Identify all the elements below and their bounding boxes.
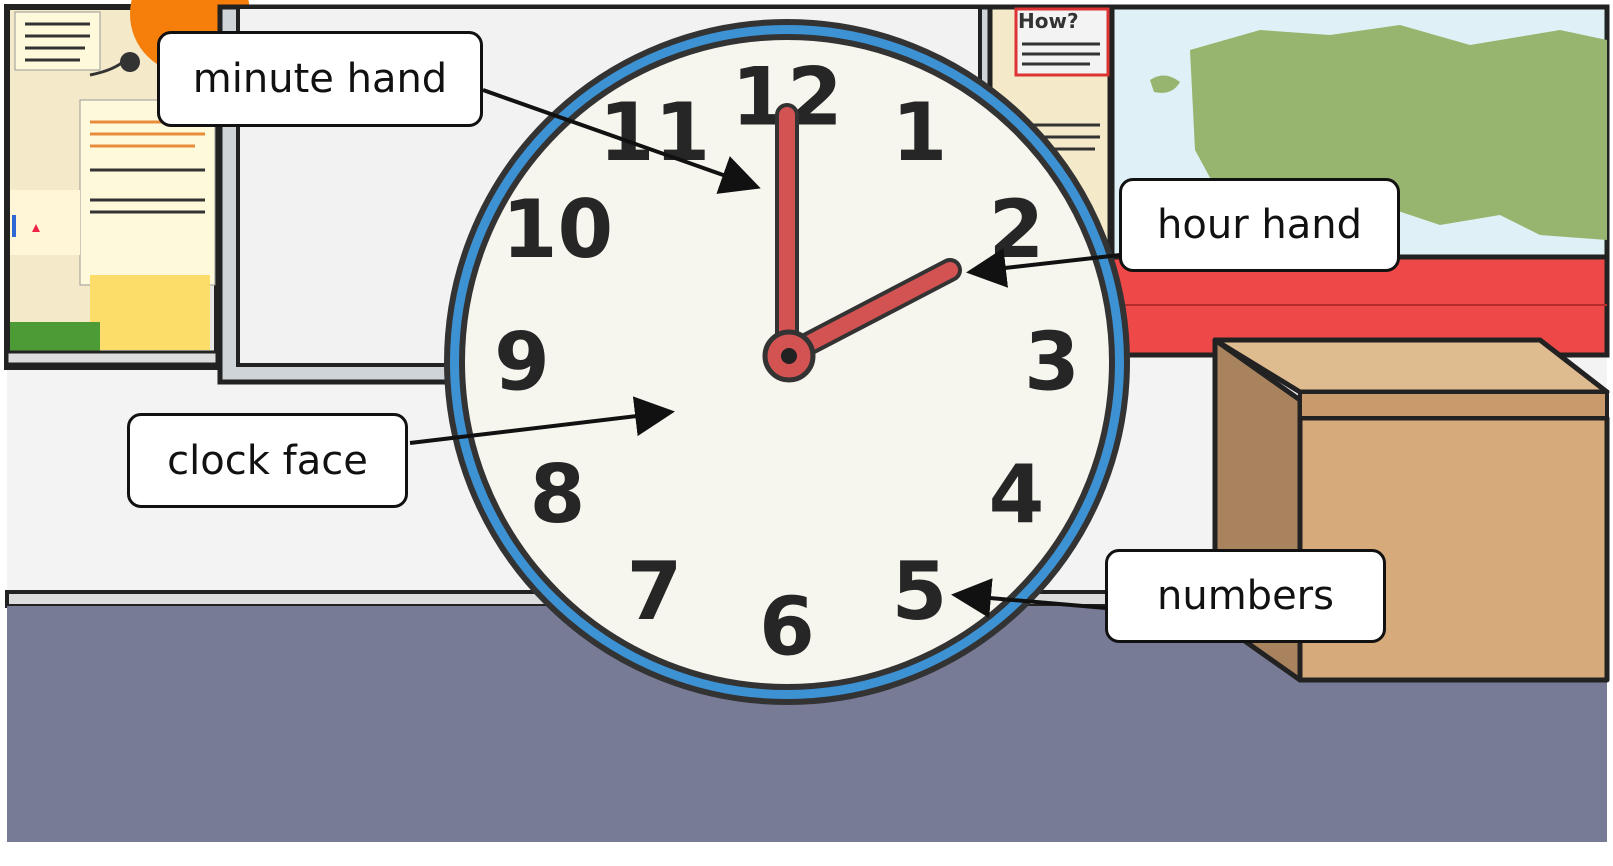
clock-number-8: 8: [530, 448, 586, 541]
callout-arrows: [409, 88, 1121, 619]
minute-hand-arrow: [482, 88, 761, 194]
clock-number-7: 7: [627, 545, 683, 638]
clock-number-2: 2: [989, 183, 1045, 276]
clock-face-arrow: [409, 396, 675, 445]
clock-number-3: 3: [1024, 316, 1080, 409]
clock-number-6: 6: [759, 581, 815, 674]
clock-number-5: 5: [892, 545, 948, 638]
clock-number-9: 9: [494, 316, 550, 409]
hour-hand-arrow: [966, 248, 1121, 288]
sign-text: How?: [1018, 9, 1079, 33]
callout-numbers: numbers: [1105, 549, 1386, 643]
callout-hour-hand-label: hour hand: [1157, 202, 1362, 248]
numbers-arrow: [951, 578, 1107, 619]
callout-minute-hand: minute hand: [157, 31, 483, 127]
callout-hour-hand: hour hand: [1119, 178, 1400, 272]
callout-numbers-label: numbers: [1157, 573, 1334, 619]
callout-clock-face: clock face: [127, 413, 408, 508]
clock-number-4: 4: [989, 448, 1045, 541]
clock-number-1: 1: [892, 86, 948, 179]
callout-clock-face-label: clock face: [167, 437, 368, 484]
clock-number-10: 10: [502, 183, 613, 276]
callout-minute-hand-label: minute hand: [192, 56, 448, 102]
